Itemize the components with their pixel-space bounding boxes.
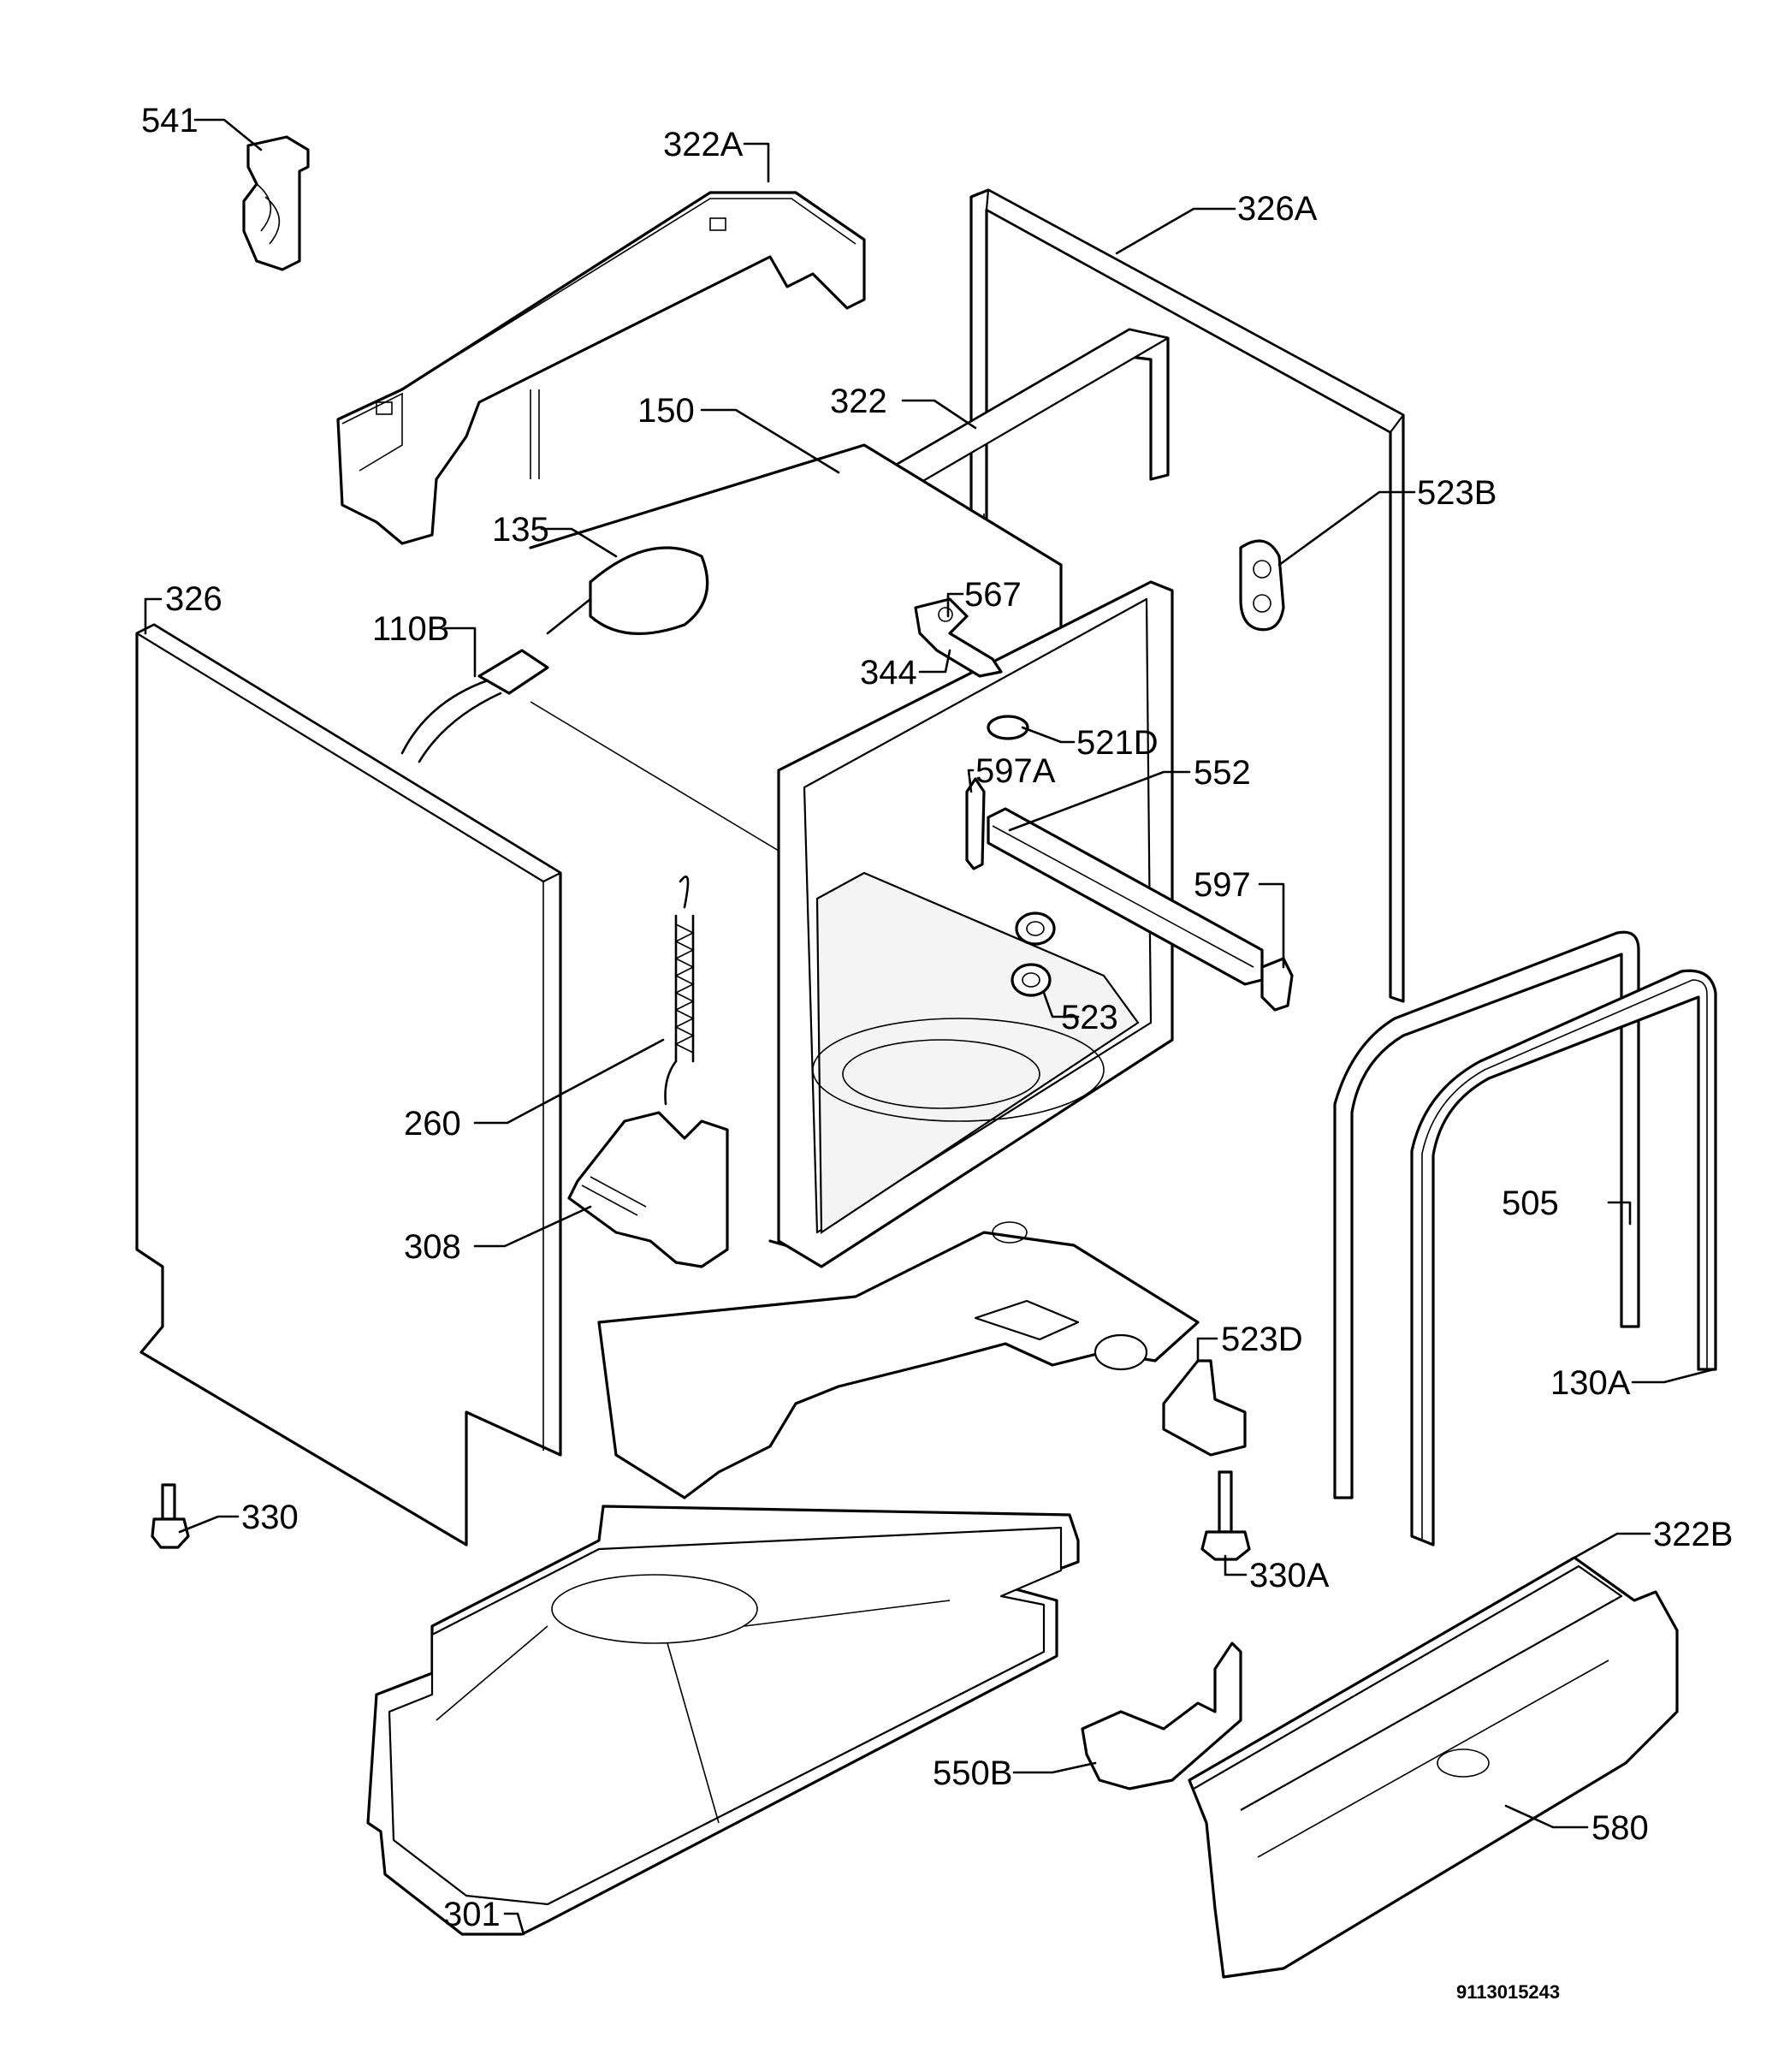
label-523d: 523D [1221, 1321, 1303, 1358]
label-135: 135 [492, 511, 549, 549]
foot-330 [151, 1483, 190, 1549]
label-567: 567 [964, 576, 1022, 614]
bracket-567-344 [914, 597, 1003, 678]
label-322b: 322B [1653, 1516, 1733, 1553]
hose-110b [400, 649, 549, 763]
clip-541 [242, 135, 310, 271]
rail-552 [965, 777, 1294, 1012]
foot-330a [1200, 1470, 1251, 1561]
top-frame-322a [336, 191, 866, 545]
label-550b: 550B [933, 1754, 1012, 1792]
label-326a: 326A [1237, 190, 1318, 228]
label-308: 308 [404, 1228, 461, 1266]
label-322a: 322A [663, 126, 744, 163]
label-326: 326 [165, 580, 222, 618]
base-tray-301 [366, 1505, 1080, 1936]
label-330a: 330A [1249, 1557, 1330, 1594]
document-code: 9113015243 [1456, 1981, 1560, 2003]
label-322: 322 [830, 383, 887, 420]
seal-130a [1410, 969, 1717, 1547]
bracket-523d [1162, 1359, 1247, 1457]
grommet-523b [1239, 539, 1285, 632]
front-rail-322b-580 [1188, 1556, 1679, 1979]
tub-body-150 [529, 443, 1174, 1268]
label-505: 505 [1502, 1184, 1559, 1222]
label-110b: 110B [372, 610, 449, 648]
label-523: 523 [1061, 999, 1118, 1036]
label-597a: 597A [975, 752, 1056, 790]
hinge-308 [567, 1111, 729, 1268]
label-521d: 521D [1076, 724, 1159, 762]
bracket-550b [1081, 1642, 1242, 1790]
label-344: 344 [860, 654, 917, 692]
label-130a: 130A [1550, 1364, 1631, 1402]
label-330: 330 [241, 1499, 299, 1536]
label-580: 580 [1591, 1809, 1649, 1847]
base-frame [597, 1221, 1200, 1499]
label-552: 552 [1194, 754, 1251, 792]
label-260: 260 [404, 1105, 461, 1143]
label-150: 150 [637, 392, 695, 430]
fittings-523 [1011, 911, 1056, 997]
spring-260 [664, 876, 695, 1106]
label-597: 597 [1194, 866, 1251, 904]
seal-505 [1333, 930, 1640, 1499]
label-523b: 523B [1417, 474, 1497, 512]
seal-521d [987, 715, 1029, 740]
filter-135 [546, 546, 709, 636]
leader-lines [144, 118, 1716, 1936]
side-panel-326 [135, 623, 562, 1547]
label-541: 541 [141, 102, 199, 140]
label-301: 301 [443, 1896, 501, 1933]
